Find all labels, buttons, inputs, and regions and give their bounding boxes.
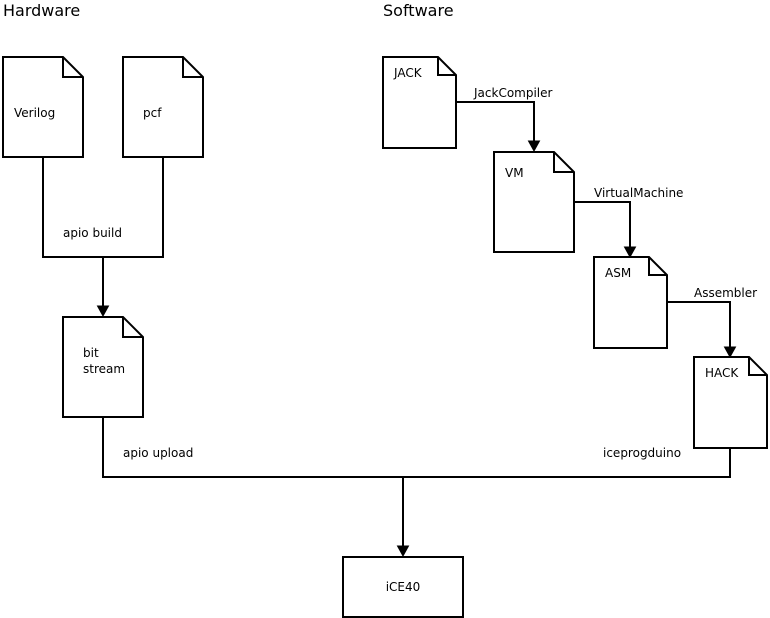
verilog-file: Verilog — [2, 56, 84, 158]
ice40-label: iCE40 — [386, 580, 421, 594]
hack-file: HACK — [693, 356, 768, 449]
virtual-machine-arrowhead — [623, 246, 637, 259]
bitstream-file: bit stream — [62, 316, 144, 418]
jack-label: JACK — [393, 66, 423, 80]
verilog-label: Verilog — [14, 106, 55, 120]
upload-merge-arrowhead — [396, 545, 410, 558]
asm-label: ASM — [605, 266, 631, 280]
assembler-arrowhead — [723, 346, 737, 359]
apio-build-edge — [42, 157, 164, 306]
virtual-machine-label: VirtualMachine — [594, 186, 683, 200]
apio-upload-label: apio upload — [123, 446, 193, 460]
jack-compiler-edge — [456, 101, 535, 141]
ice40-board: iCE40 — [342, 556, 464, 618]
apio-build-label: apio build — [63, 226, 122, 240]
hack-label: HACK — [705, 366, 739, 380]
iceprogduino-label: iceprogduino — [603, 446, 681, 460]
apio-upload-edge — [102, 417, 403, 478]
vm-label: VM — [505, 166, 524, 180]
hardware-heading: Hardware — [3, 1, 81, 20]
virtual-machine-edge — [574, 201, 631, 247]
assembler-label: Assembler — [694, 286, 757, 300]
apio-build-arrowhead — [96, 305, 110, 318]
bitstream-label-line2: stream — [83, 362, 125, 376]
assembler-edge — [667, 301, 731, 347]
asm-file: ASM — [593, 256, 668, 349]
pcf-label: pcf — [143, 106, 162, 120]
iceprogduino-edge — [403, 448, 731, 478]
software-heading: Software — [383, 1, 454, 20]
jack-file: JACK — [382, 56, 457, 149]
jack-compiler-arrowhead — [527, 140, 541, 153]
pcf-file: pcf — [122, 56, 204, 158]
jack-compiler-label: JackCompiler — [473, 86, 553, 100]
vm-file: VM — [493, 151, 575, 253]
bitstream-label-line1: bit — [83, 346, 99, 360]
